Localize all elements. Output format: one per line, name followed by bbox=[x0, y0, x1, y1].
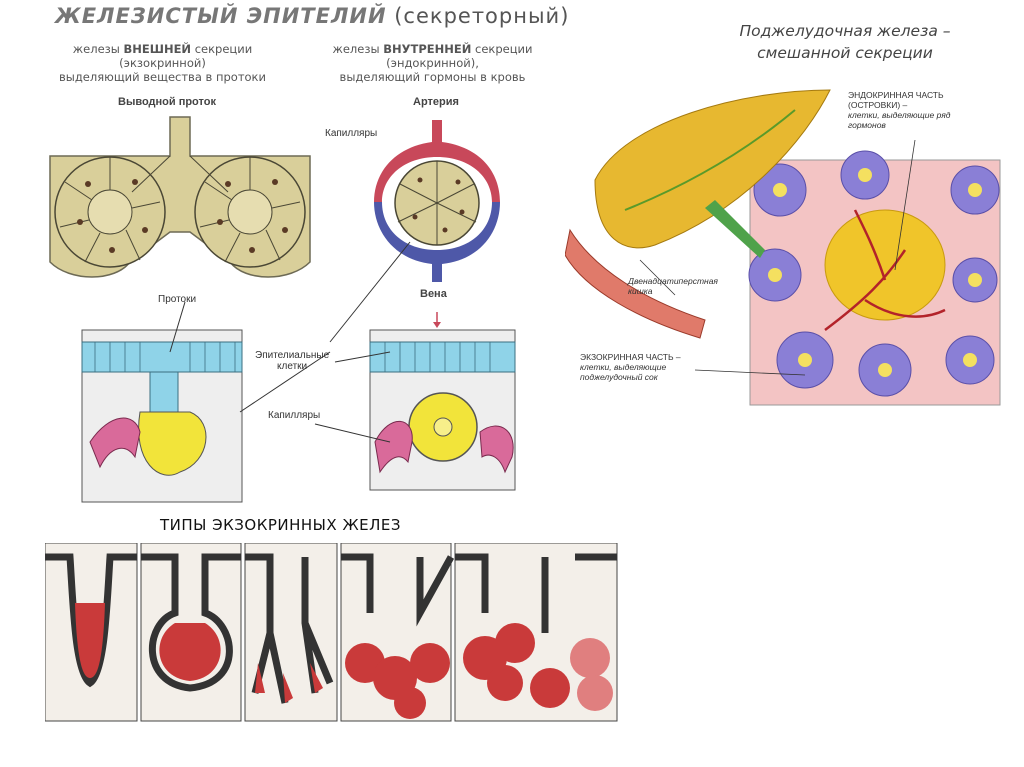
exocrine-types-strip bbox=[45, 543, 620, 723]
exocrine-block-drawing bbox=[82, 330, 242, 502]
pancreas-title: Поджелудочная железа – смешанной секреци… bbox=[700, 20, 990, 64]
endocrine-header-line2: (эндокринной), bbox=[300, 56, 565, 70]
endocrine-header-line3: выделяющий гормоны в кровь bbox=[300, 70, 565, 84]
gland-type-branched-tubular bbox=[245, 543, 337, 721]
exocrine-header-line3: выделяющий вещества в протоки bbox=[30, 70, 295, 84]
exocrine-header-line1: железы ВНЕШНЕЙ секреции bbox=[30, 42, 295, 56]
gland-type-branched-alveolar bbox=[341, 543, 451, 721]
gland-type-simple-alveolar bbox=[141, 543, 241, 721]
endocrine-header-line1: железы ВНУТРЕННЕЙ секреции bbox=[300, 42, 565, 56]
title-main: ЖЕЛЕЗИСТЫЙ ЭПИТЕЛИЙ bbox=[55, 4, 387, 28]
exocrine-part-label: ЭКЗОКРИННАЯ ЧАСТЬ – клетки, выделяющие п… bbox=[580, 352, 681, 382]
exocrine-types-title: ТИПЫ ЭКЗОКРИННЫХ ЖЕЛЕЗ bbox=[160, 516, 401, 534]
endocrine-part-label: ЭНДОКРИННАЯ ЧАСТЬ (ОСТРОВКИ) – клетки, в… bbox=[848, 90, 950, 130]
title-sub: (секреторный) bbox=[394, 4, 569, 28]
exocrine-header: железы ВНЕШНЕЙ секреции (экзокринной) вы… bbox=[30, 42, 295, 84]
gland-type-compound bbox=[455, 543, 617, 721]
duct-label: Выводной проток bbox=[118, 96, 216, 108]
gland-diagram bbox=[40, 112, 580, 512]
pancreas-title-line2: смешанной секреции bbox=[700, 42, 990, 64]
pancreas-title-line1: Поджелудочная железа – bbox=[700, 20, 990, 42]
artery-label: Артерия bbox=[413, 96, 459, 108]
endocrine-block-drawing bbox=[370, 330, 515, 490]
exocrine-gland-drawing bbox=[50, 117, 310, 277]
endocrine-gland-drawing bbox=[374, 120, 500, 328]
endocrine-header: железы ВНУТРЕННЕЙ секреции (эндокринной)… bbox=[300, 42, 565, 84]
exocrine-header-line2: (экзокринной) bbox=[30, 56, 295, 70]
page-title: ЖЕЛЕЗИСТЫЙ ЭПИТЕЛИЙ (секреторный) bbox=[55, 4, 569, 28]
gland-type-simple-tubular bbox=[45, 543, 137, 721]
duodenum-label: Двенадцатиперстная кишка bbox=[628, 276, 718, 296]
